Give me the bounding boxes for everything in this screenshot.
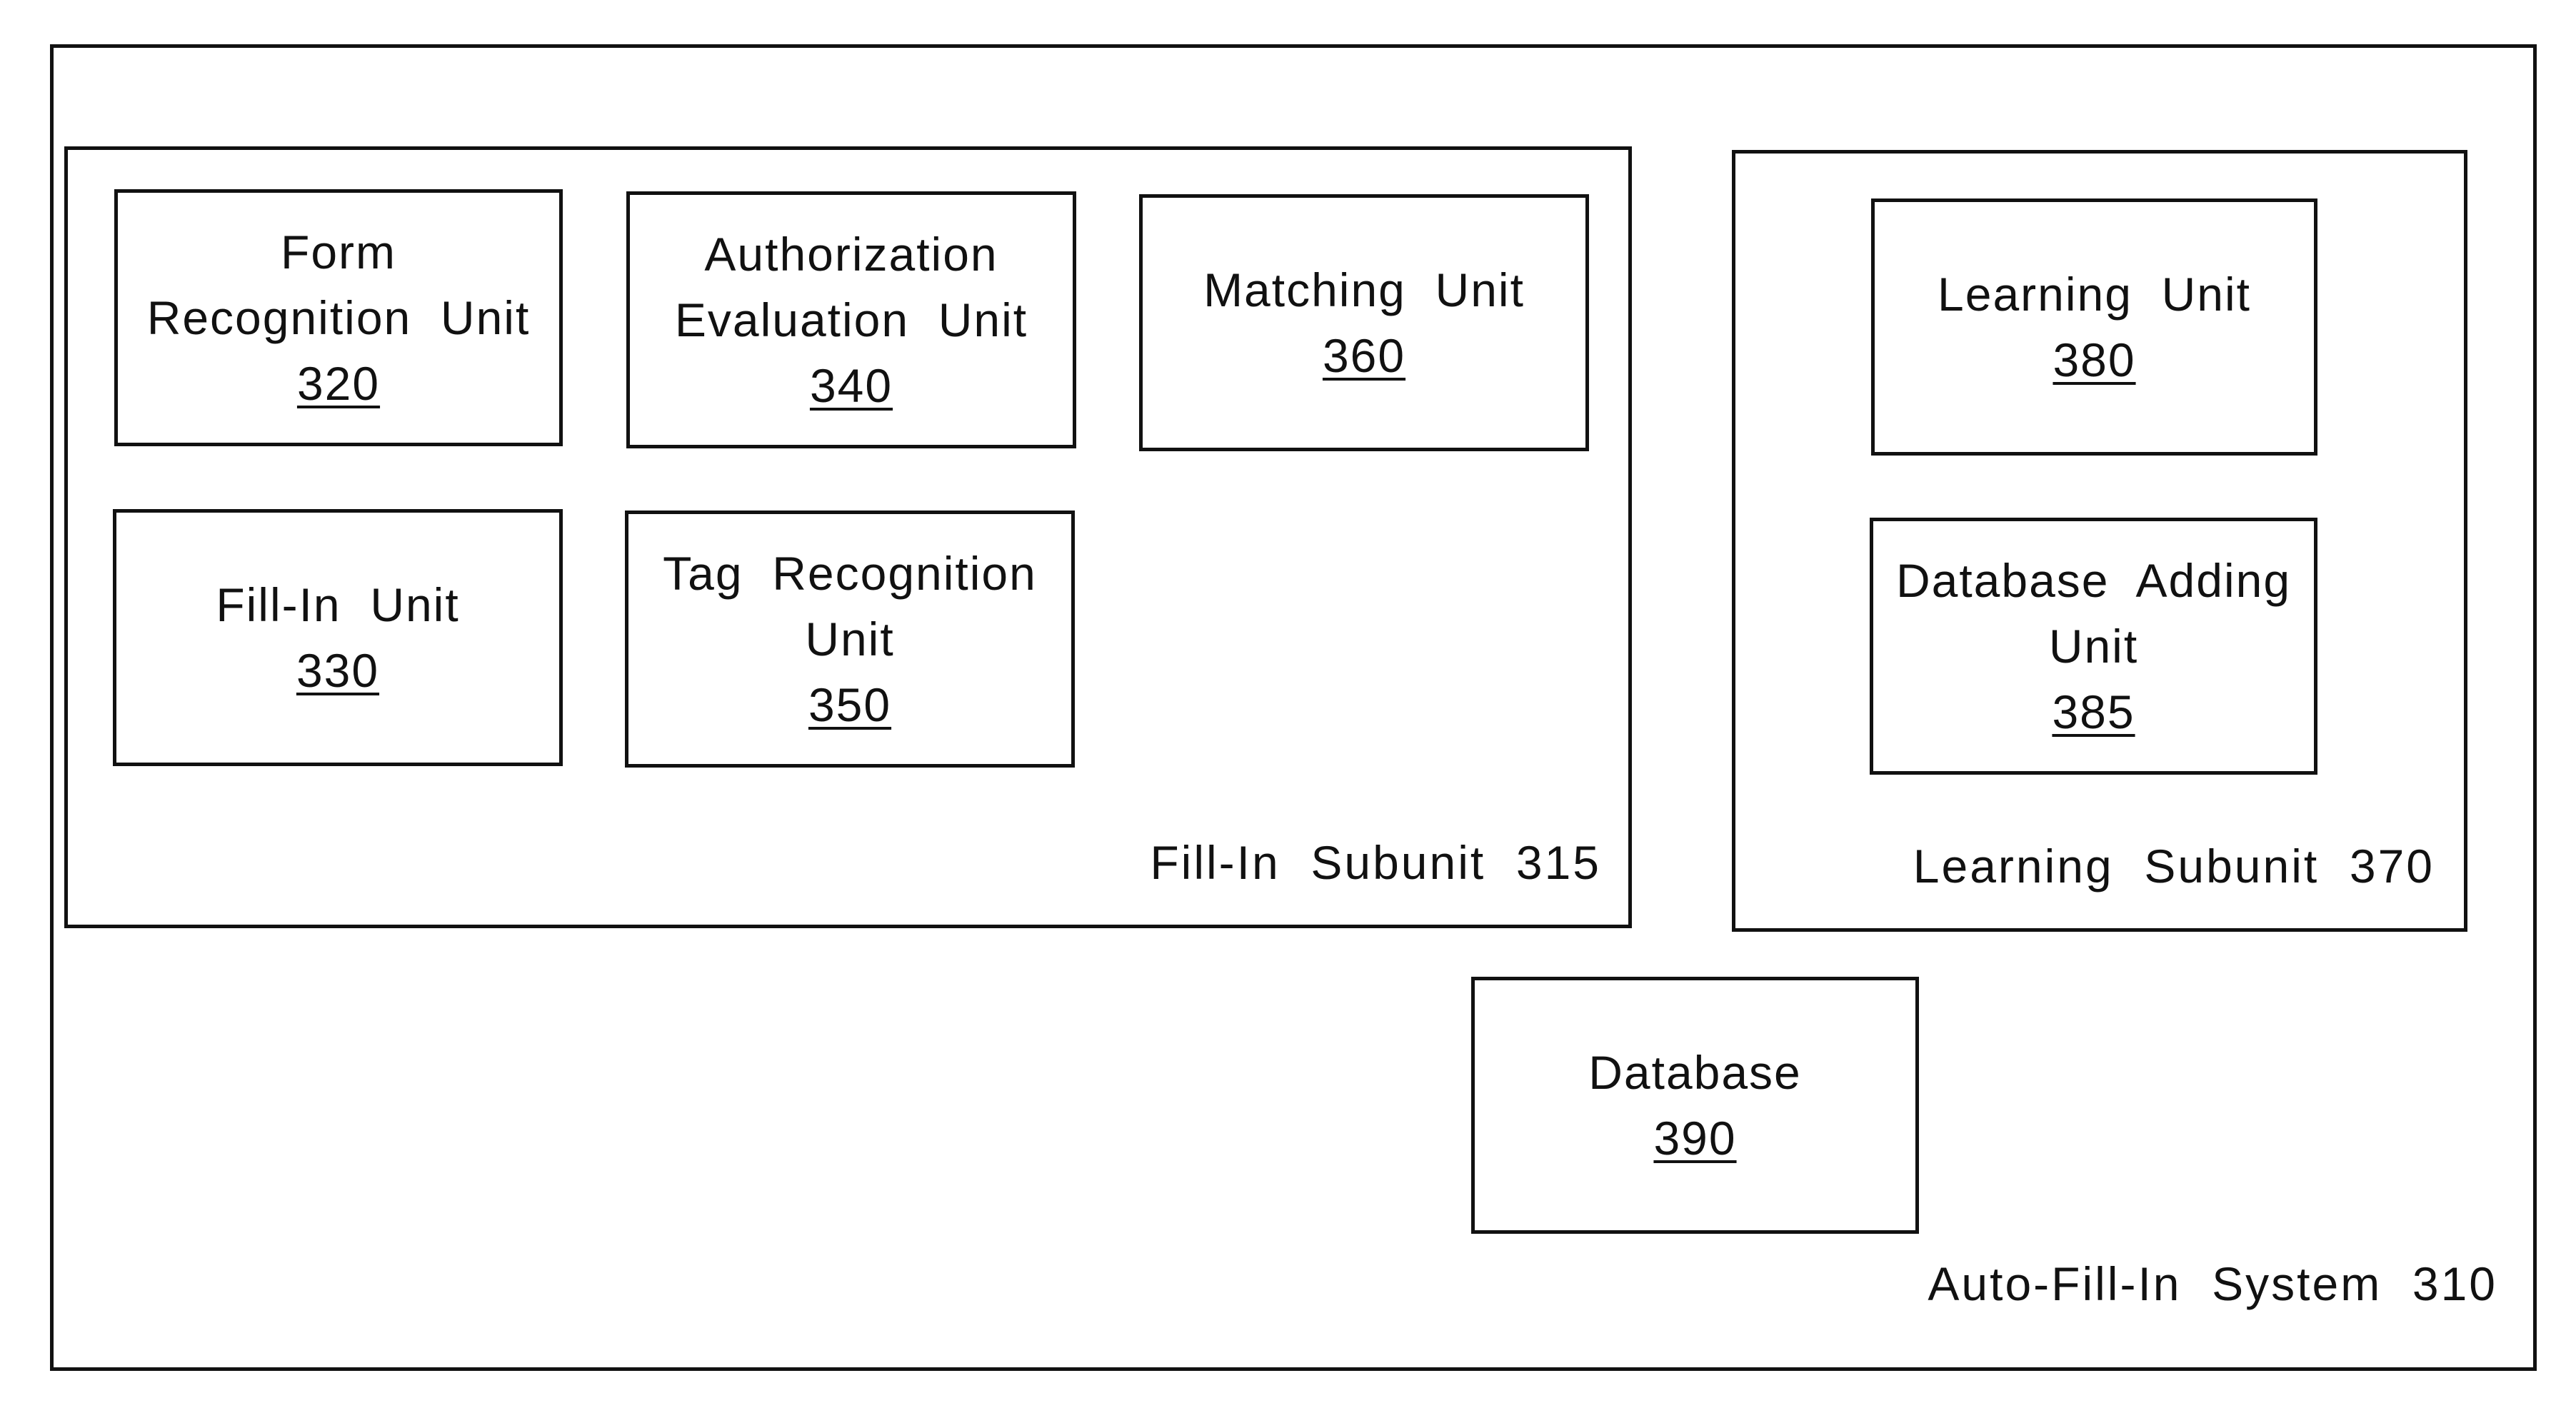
unit-label-line: Unit [2049, 613, 2138, 679]
unit-number: 360 [1323, 323, 1405, 388]
unit-number: 330 [296, 638, 379, 703]
learning-unit-box: Learning Unit 380 [1871, 198, 2317, 456]
unit-number: 350 [808, 672, 891, 738]
unit-label-line: Evaluation Unit [675, 287, 1028, 353]
unit-label-line: Database [1588, 1040, 1802, 1105]
database-box: Database 390 [1471, 977, 1919, 1234]
form-recognition-unit-box: Form Recognition Unit 320 [114, 189, 563, 446]
unit-number: 390 [1653, 1105, 1736, 1171]
unit-label-line: Tag Recognition [663, 540, 1037, 606]
unit-label-line: Form [281, 219, 396, 285]
authorization-evaluation-unit-box: Authorization Evaluation Unit 340 [626, 191, 1076, 448]
unit-label-line: Database Adding [1896, 548, 2291, 613]
unit-number: 340 [810, 353, 893, 418]
unit-number: 385 [2052, 679, 2135, 745]
learning-subunit-label: Learning Subunit 370 [1913, 839, 2435, 893]
unit-number: 380 [2053, 327, 2135, 393]
unit-label-line: Fill-In Unit [216, 572, 459, 638]
unit-label-line: Authorization [704, 221, 998, 287]
unit-label-line: Learning Unit [1938, 261, 2251, 327]
fill-in-subunit-label: Fill-In Subunit 315 [1150, 835, 1601, 890]
fill-in-unit-box: Fill-In Unit 330 [113, 509, 563, 766]
tag-recognition-unit-box: Tag Recognition Unit 350 [625, 511, 1075, 768]
unit-label-line: Recognition Unit [147, 285, 531, 351]
matching-unit-box: Matching Unit 360 [1139, 194, 1589, 451]
unit-number: 320 [297, 351, 380, 416]
unit-label-line: Matching Unit [1203, 257, 1525, 323]
unit-label-line: Unit [805, 606, 894, 672]
database-adding-unit-box: Database Adding Unit 385 [1870, 518, 2317, 775]
auto-fill-in-system-label: Auto-Fill-In System 310 [1928, 1257, 2497, 1311]
